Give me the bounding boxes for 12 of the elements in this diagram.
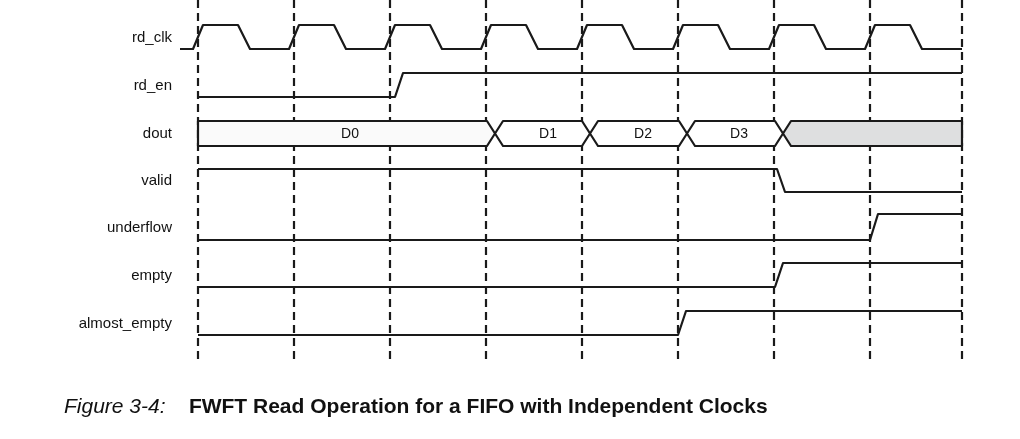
- signal-name: almost_empty: [78, 314, 172, 332]
- signal-name: rd_clk: [132, 28, 172, 46]
- bus-value: D1: [539, 125, 557, 141]
- figure-caption: Figure 3-4: FWFT Read Operation for a FIFO with Independent Clocks: [64, 393, 768, 419]
- signal-name: valid: [141, 171, 172, 189]
- bus-value: D2: [634, 125, 652, 141]
- signal-name: empty: [131, 266, 172, 284]
- signal-name: underflow: [106, 218, 172, 236]
- signal-name: rd_en: [133, 76, 172, 94]
- bus-value: D3: [730, 125, 748, 141]
- signal-name: dout: [142, 124, 172, 142]
- bus-value: D0: [341, 125, 359, 141]
